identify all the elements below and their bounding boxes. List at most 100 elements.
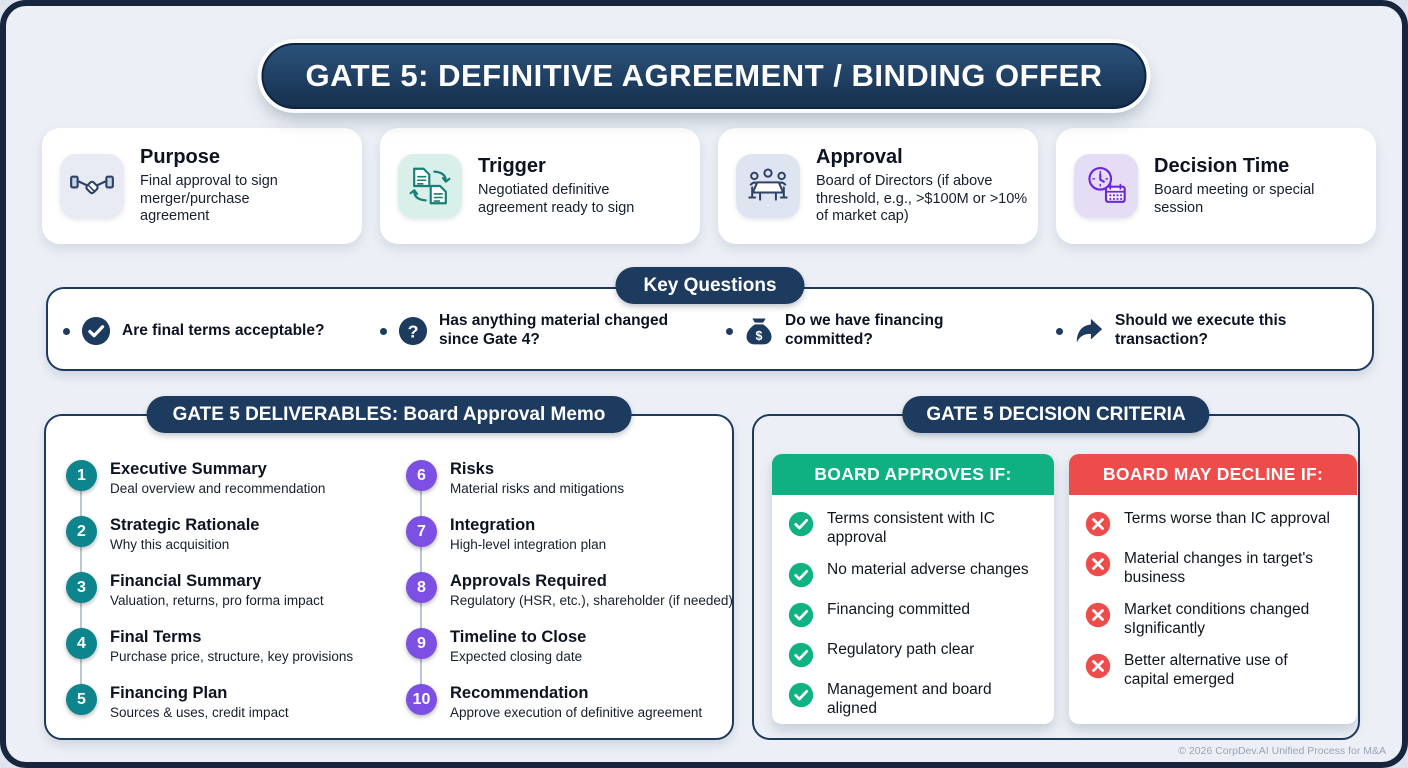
deliverables-header: GATE 5 DELIVERABLES: Board Approval Memo	[146, 396, 632, 433]
key-question-text: Has anything material changed since Gate…	[439, 312, 669, 348]
card-title: Purpose	[140, 145, 221, 168]
deliverable-item: 2 Strategic Rationale Why this acquisiti…	[66, 516, 396, 552]
decline-item: Market conditions changed sIgnificantly	[1085, 601, 1343, 639]
deliverables-panel: 1 Executive Summary Deal overview and re…	[44, 414, 734, 740]
step-number: 9	[406, 628, 437, 659]
copyright-text: © 2026 CorpDev.AI Unified Process for M&…	[1178, 745, 1386, 757]
key-questions-header: Key Questions	[615, 267, 805, 304]
red-x-icon	[1085, 511, 1111, 537]
card-title: Approval	[816, 145, 903, 168]
board-declines-card: BOARD MAY DECLINE IF: Terms worse than I…	[1069, 454, 1357, 724]
deliverable-description: Regulatory (HSR, etc.), shareholder (if …	[450, 593, 733, 608]
bullet-dot	[63, 327, 70, 335]
key-question-item: Should we execute this transaction?	[1056, 289, 1320, 373]
deliverable-item: 4 Final Terms Purchase price, structure,…	[66, 628, 396, 664]
declines-header: BOARD MAY DECLINE IF:	[1069, 454, 1357, 495]
declines-list: Terms worse than IC approval Material ch…	[1069, 495, 1357, 712]
forward-arrow-icon	[1076, 318, 1103, 343]
deliverable-item: 5 Financing Plan Sources & uses, credit …	[66, 684, 396, 720]
step-number: 6	[406, 460, 437, 491]
decision-criteria-header: GATE 5 DECISION CRITERIA	[902, 396, 1210, 433]
step-number: 7	[406, 516, 437, 547]
card-text: Trigger Negotiated definitive agreement …	[478, 155, 668, 218]
approve-text: Regulatory path clear	[827, 640, 975, 658]
card-text: Purpose Final approval to sign merger/pu…	[140, 146, 310, 227]
bullet-dot	[1056, 327, 1063, 335]
card-title: Trigger	[478, 154, 546, 177]
deliverable-title: Approvals Required	[450, 572, 607, 590]
deliverable-description: Material risks and mitigations	[450, 481, 625, 496]
key-question-item: $ Do we have financing committed?	[726, 289, 965, 373]
red-x-icon	[1085, 602, 1111, 627]
info-card-approval: Approval Board of Directors (if above th…	[718, 128, 1038, 244]
step-number: 8	[406, 572, 437, 603]
decline-item: Material changes in target's business	[1085, 550, 1343, 588]
step-number: 5	[66, 684, 97, 715]
step-number: 2	[66, 516, 97, 547]
key-question-item: Are final terms acceptable?	[63, 289, 347, 373]
deliverable-description: Purchase price, structure, key provision…	[110, 649, 354, 664]
bullet-dot	[726, 327, 733, 335]
deliverable-item: 9 Timeline to Close Expected closing dat…	[406, 628, 736, 664]
info-card-trigger: Trigger Negotiated definitive agreement …	[380, 128, 700, 244]
step-number: 3	[66, 572, 97, 603]
document-exchange-icon	[398, 154, 462, 218]
deliverable-description: Why this acquisition	[110, 537, 230, 552]
green-check-icon	[788, 562, 814, 587]
deliverable-title: Risks	[450, 460, 495, 478]
deliverable-description: Sources & uses, credit impact	[110, 705, 289, 720]
key-question-item: ? Has anything material changed since Ga…	[380, 289, 691, 373]
deliverable-item: 3 Financial Summary Valuation, returns, …	[66, 572, 396, 608]
approve-item: Regulatory path clear	[788, 641, 1040, 668]
deliverable-title: Financing Plan	[110, 684, 228, 702]
step-number: 1	[66, 460, 97, 491]
decline-item: Terms worse than IC approval	[1085, 510, 1343, 537]
approve-text: Management and board aligned	[827, 680, 992, 717]
approve-text: Terms consistent with IC approval	[827, 510, 995, 546]
approves-header: BOARD APPROVES IF:	[772, 454, 1054, 495]
handshake-icon	[60, 154, 124, 218]
decline-text: Terms worse than IC approval	[1124, 510, 1330, 527]
green-check-icon	[788, 682, 814, 707]
money-bag-icon: $	[746, 318, 772, 345]
deliverable-title: Executive Summary	[110, 460, 267, 478]
approve-item: Management and board aligned	[788, 681, 1040, 719]
approve-text: No material adverse changes	[827, 560, 1029, 578]
green-check-icon	[788, 511, 814, 537]
deliverable-item: 6 Risks Material risks and mitigations	[406, 460, 736, 496]
check-circle-icon	[81, 316, 111, 346]
clock-calendar-icon	[1074, 154, 1138, 218]
bullet-dot	[380, 327, 387, 335]
approve-item: Terms consistent with IC approval	[788, 510, 1040, 548]
card-description: Board of Directors (if above threshold, …	[816, 172, 1028, 225]
deliverable-description: Expected closing date	[450, 649, 583, 664]
info-card-purpose: Purpose Final approval to sign merger/pu…	[42, 128, 362, 244]
step-number: 4	[66, 628, 97, 659]
svg-text:$: $	[756, 329, 763, 343]
card-text: Approval Board of Directors (if above th…	[816, 146, 1038, 227]
decline-text: Market conditions changed sIgnificantly	[1124, 600, 1310, 637]
deliverable-item: 7 Integration High-level integration pla…	[406, 516, 736, 552]
deliverable-title: Financial Summary	[110, 572, 262, 590]
svg-text:?: ?	[408, 322, 419, 342]
card-description: Negotiated definitive agreement ready to…	[478, 181, 635, 216]
board-approves-card: BOARD APPROVES IF: Terms consistent with…	[772, 454, 1054, 724]
deliverable-item: 10 Recommendation Approve execution of d…	[406, 684, 736, 720]
red-x-icon	[1085, 653, 1111, 678]
deliverable-title: Recommendation	[450, 684, 589, 702]
key-question-text: Are final terms acceptable?	[122, 321, 325, 339]
approve-item: No material adverse changes	[788, 561, 1040, 588]
deliverable-title: Final Terms	[110, 628, 202, 646]
approves-list: Terms consistent with IC approval No mat…	[772, 495, 1054, 724]
deliverable-title: Strategic Rationale	[110, 516, 260, 534]
key-question-text: Should we execute this transaction?	[1115, 312, 1287, 348]
deliverable-item: 1 Executive Summary Deal overview and re…	[66, 460, 396, 496]
green-check-icon	[788, 642, 814, 667]
deliverable-description: High-level integration plan	[450, 537, 607, 552]
card-description: Final approval to sign merger/purchase a…	[140, 172, 278, 225]
page-title: GATE 5: DEFINITIVE AGREEMENT / BINDING O…	[261, 43, 1147, 109]
decline-text: Material changes in target's business	[1124, 550, 1314, 586]
red-x-icon	[1085, 551, 1111, 577]
approve-item: Financing committed	[788, 601, 1040, 628]
